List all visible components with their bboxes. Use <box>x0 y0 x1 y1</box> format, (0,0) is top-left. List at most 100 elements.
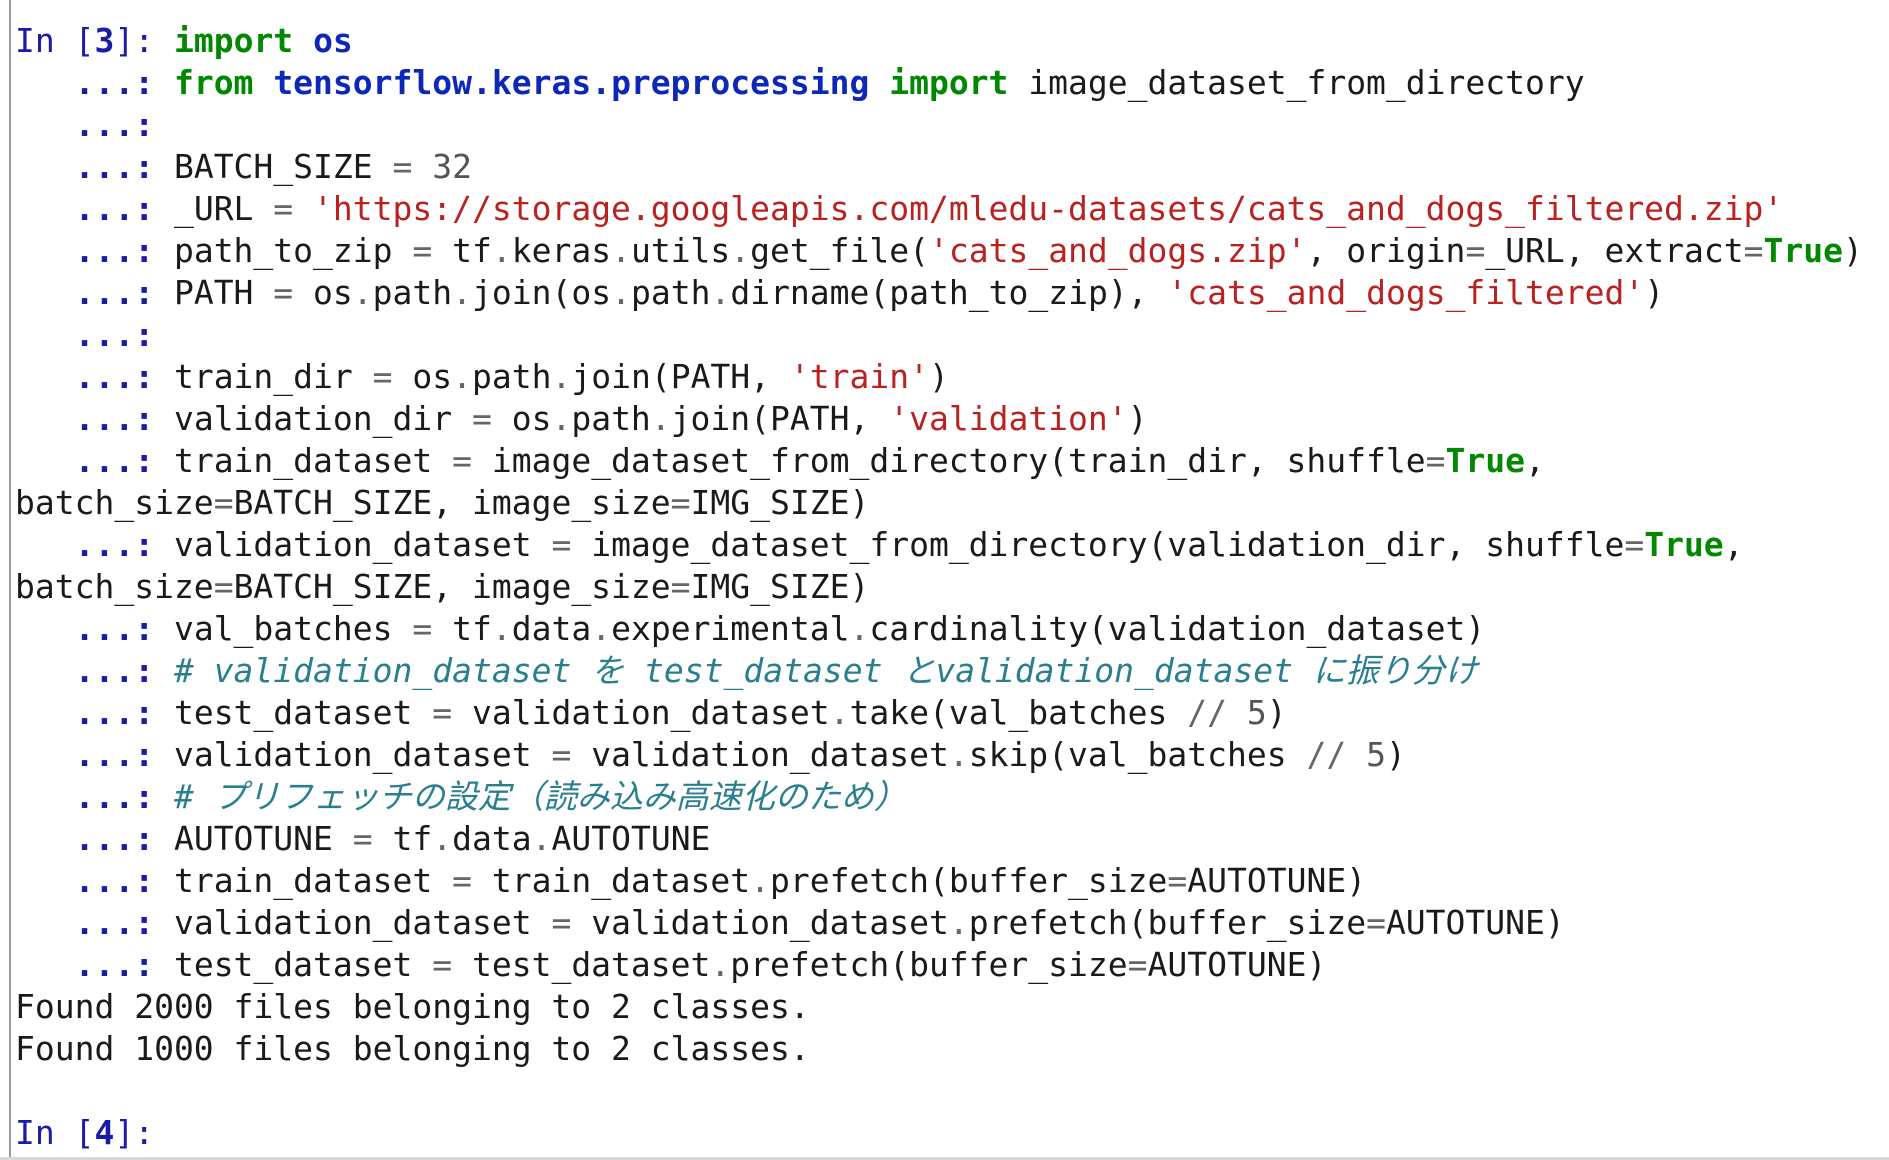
code-text: ) <box>1127 399 1148 438</box>
console-line: ...: validation_dir = os.path.join(PATH,… <box>15 398 1863 440</box>
number-literal: 5 <box>1366 735 1386 774</box>
operator-token: . <box>551 357 572 396</box>
code-text: image_dataset_from_directory(train_dir, … <box>471 441 1426 480</box>
code-text: prefetch(buffer_size <box>770 861 1168 900</box>
operator-token: = <box>1127 945 1148 984</box>
console-line: ...: train_dir = os.path.join(PATH, 'tra… <box>15 356 1863 398</box>
operator-token: = <box>452 861 472 900</box>
input-prompt: ]: <box>114 21 174 60</box>
code-text: join(os <box>472 273 612 312</box>
code-text: get_file( <box>750 231 929 270</box>
keyword-token: import <box>889 63 1009 102</box>
code-text: experimental <box>611 609 850 648</box>
continuation-prompt: ...: <box>15 609 174 648</box>
continuation-prompt: ...: <box>15 903 174 942</box>
code-text: validation_dataset <box>173 525 552 564</box>
operator-token: = <box>432 945 453 984</box>
code-text: path_to_zip <box>173 231 413 270</box>
console-line: ...: val_batches = tf.data.experimental.… <box>15 608 1863 650</box>
operator-token: = <box>412 231 433 270</box>
continuation-prompt: ...: <box>15 441 174 480</box>
code-text: ) <box>1644 273 1665 312</box>
code-text: join(PATH, <box>571 357 790 396</box>
code-text: dirname(path_to_zip), <box>730 273 1168 312</box>
code-text: PATH <box>173 273 274 312</box>
code-text: train_dataset <box>471 861 751 900</box>
operator-token: . <box>650 399 671 438</box>
module-name-token: os <box>313 21 353 60</box>
code-text: AUTOTUNE <box>551 819 711 858</box>
operator-token: = <box>273 189 294 228</box>
prompt-number: 4 <box>94 1113 115 1152</box>
operator-token: . <box>730 231 751 270</box>
operator-token: = <box>670 483 691 522</box>
code-text: ) <box>1266 693 1287 732</box>
left-panel-edge <box>0 0 11 1160</box>
operator-token: = <box>213 483 234 522</box>
console-line: ...: <box>15 314 1863 356</box>
console-line: ...: train_dataset = train_dataset.prefe… <box>15 860 1863 902</box>
code-text: tf <box>432 609 492 648</box>
code-text: validation_dataset <box>173 903 552 942</box>
code-text: data <box>452 819 532 858</box>
operator-token: = <box>1425 441 1446 480</box>
code-comment: # validation_dataset を test_dataset とval… <box>173 651 1478 690</box>
continuation-prompt: ...: <box>15 357 174 396</box>
operator-token: . <box>750 861 771 900</box>
operator-token: . <box>591 609 612 648</box>
operator-token: . <box>491 231 512 270</box>
input-prompt: ]: <box>114 1113 174 1152</box>
console-output[interactable]: In [3]: import os ...: from tensorflow.k… <box>15 20 1863 1154</box>
number-literal: 5 <box>1246 693 1267 732</box>
code-text: image_dataset_from_directory(validation_… <box>571 525 1625 564</box>
code-text: train_dataset <box>173 441 453 480</box>
code-text <box>412 147 432 186</box>
continuation-prompt: ...: <box>15 525 174 564</box>
code-text: , <box>1723 525 1744 564</box>
continuation-prompt: ...: <box>15 735 174 774</box>
operator-token: // <box>1187 693 1227 732</box>
code-text: os <box>491 399 552 438</box>
operator-token: . <box>452 357 472 396</box>
string-literal: 'cats_and_dogs_filtered' <box>1167 273 1645 312</box>
operator-token: = <box>452 441 472 480</box>
code-text: BATCH_SIZE <box>173 147 393 186</box>
operator-token: = <box>551 903 572 942</box>
code-text: keras <box>511 231 612 270</box>
continuation-prompt: ...: <box>15 189 174 228</box>
code-text: path <box>630 273 711 312</box>
console-line: ...: _URL = 'https://storage.googleapis.… <box>15 188 1863 230</box>
console-line: batch_size=BATCH_SIZE, image_size=IMG_SI… <box>15 566 1863 608</box>
code-text: train_dir <box>173 357 373 396</box>
console-line: ...: validation_dataset = validation_dat… <box>15 734 1863 776</box>
code-text: os <box>293 273 353 312</box>
operator-token: . <box>531 819 552 858</box>
code-text: _URL <box>173 189 274 228</box>
operator-token: = <box>372 357 393 396</box>
operator-token: . <box>948 903 969 942</box>
continuation-prompt: ...: <box>15 63 174 102</box>
continuation-prompt: ...: <box>15 231 174 270</box>
console-line: ...: path_to_zip = tf.keras.utils.get_fi… <box>15 230 1863 272</box>
code-text: path <box>372 273 453 312</box>
continuation-prompt: ...: <box>15 693 174 732</box>
code-text: test_dataset <box>173 945 433 984</box>
code-text: AUTOTUNE <box>173 819 353 858</box>
operator-token: . <box>432 819 453 858</box>
constant-token: True <box>1644 525 1724 564</box>
code-text: take(val_batches <box>849 693 1188 732</box>
continuation-prompt: ...: <box>15 777 174 816</box>
code-text: tf <box>372 819 433 858</box>
operator-token: . <box>551 399 572 438</box>
code-text: AUTOTUNE) <box>1385 903 1565 942</box>
code-text: tf <box>432 231 492 270</box>
code-text: validation_dataset <box>173 735 552 774</box>
code-text: path <box>472 357 552 396</box>
operator-token: = <box>1743 231 1764 270</box>
code-comment: # プリフェッチの設定（読み込み高速化のため） <box>173 777 907 816</box>
module-name-token: tensorflow.keras.preprocessing <box>273 63 870 102</box>
code-text: val_batches <box>173 609 413 648</box>
operator-token: = <box>551 735 572 774</box>
console-line: ...: # プリフェッチの設定（読み込み高速化のため） <box>15 776 1863 818</box>
